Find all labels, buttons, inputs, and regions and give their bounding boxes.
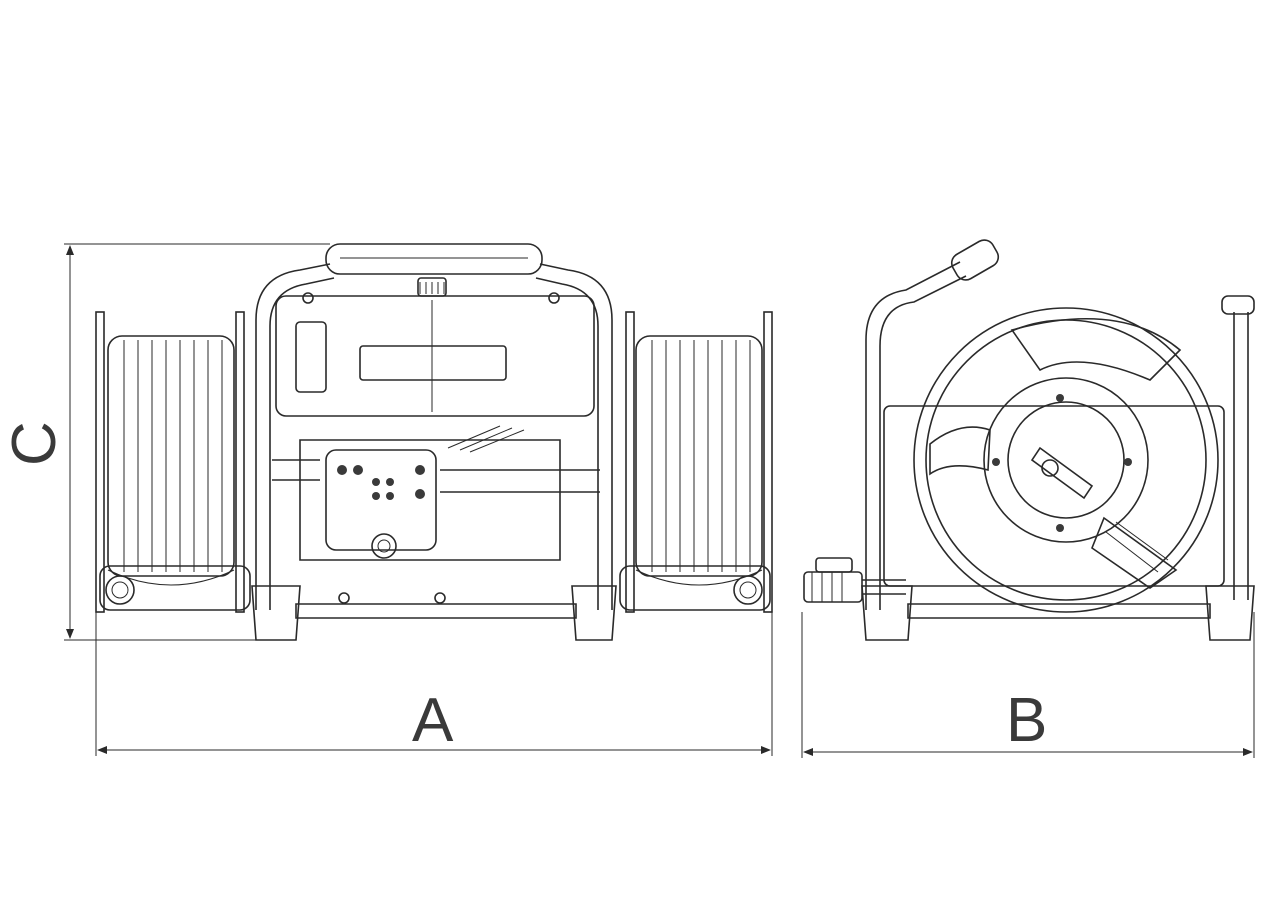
- dimension-c: [64, 243, 330, 641]
- left-hose-reel: [95, 311, 251, 613]
- front-pump: [272, 292, 600, 604]
- side-frame: [861, 239, 1255, 641]
- dimension-label-a: A: [412, 686, 454, 755]
- dimension-label-c: C: [0, 421, 69, 466]
- front-view: [95, 243, 773, 641]
- dimension-label-b: B: [1006, 686, 1048, 755]
- front-engine: [275, 277, 595, 417]
- side-view: [803, 239, 1255, 641]
- side-reel-drum: [913, 307, 1219, 613]
- side-coupling: [803, 557, 906, 603]
- dimension-b: [801, 612, 1255, 758]
- right-hose-reel: [619, 311, 773, 613]
- dimension-a: [95, 612, 773, 756]
